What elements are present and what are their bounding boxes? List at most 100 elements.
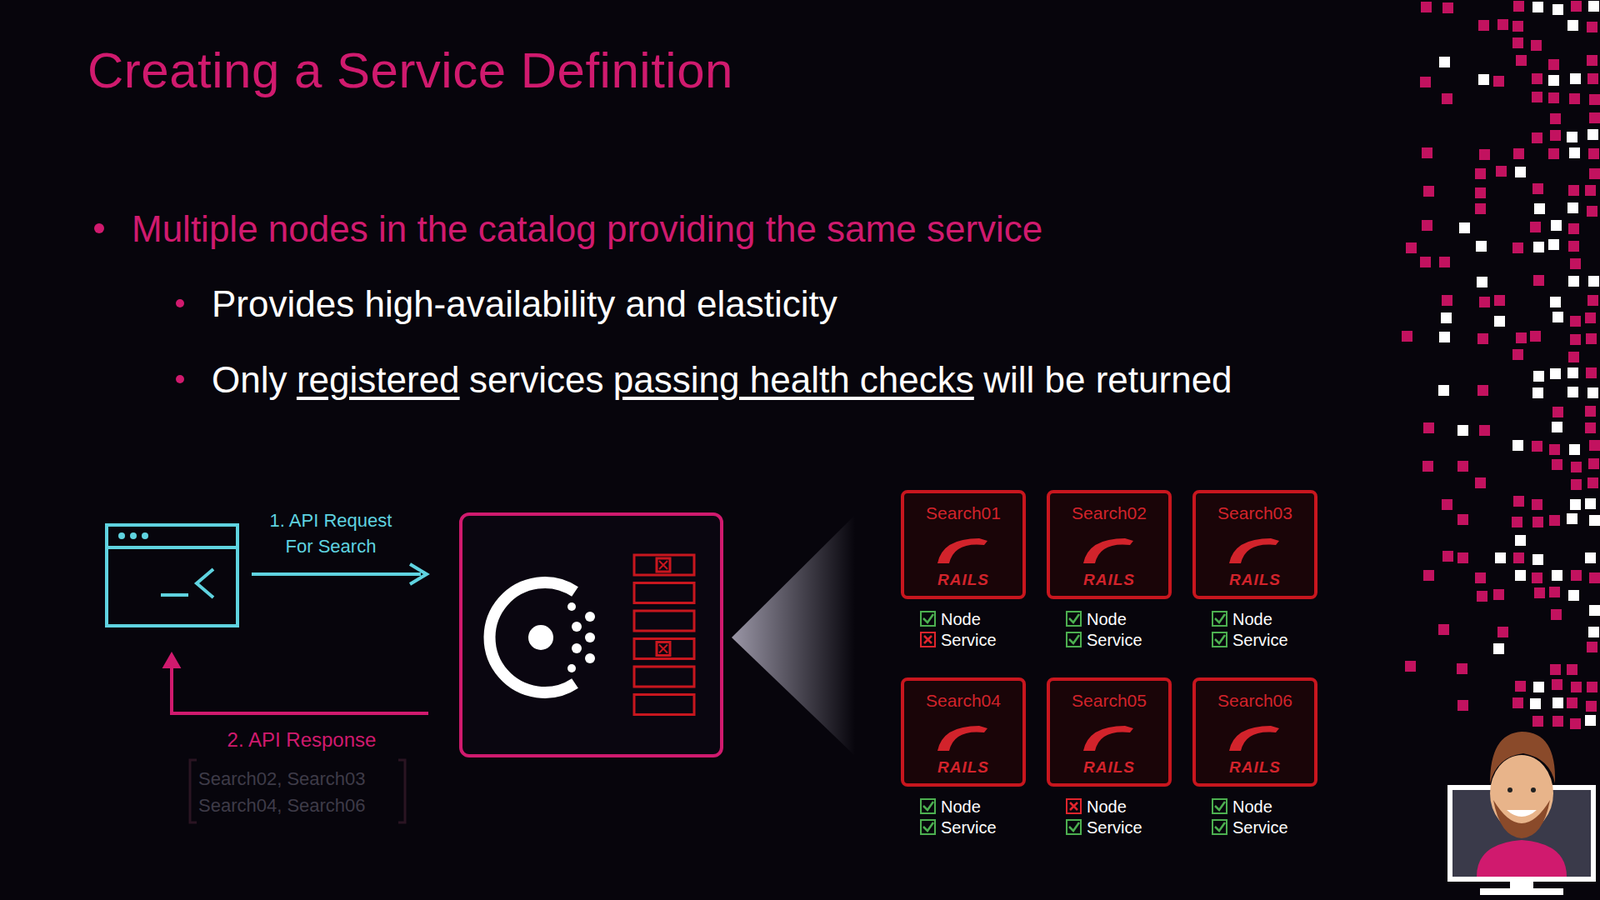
check-mark — [1069, 635, 1080, 644]
pixel-square — [1438, 624, 1450, 635]
check-mark — [1215, 614, 1225, 623]
pixel-square — [1568, 240, 1580, 252]
pixel-square — [1567, 20, 1579, 31]
pixel-square — [1548, 239, 1560, 250]
consul-box — [460, 514, 722, 756]
pixel-square — [1586, 681, 1598, 693]
catalog-row — [634, 639, 695, 660]
pixel-square — [1548, 59, 1560, 70]
pixel-square — [1589, 168, 1600, 180]
pixel-square — [1586, 55, 1598, 66]
status-label: Service — [1086, 630, 1143, 650]
pixel-square — [1531, 440, 1543, 452]
pixel-square — [1457, 460, 1469, 472]
pixel-square — [1586, 21, 1598, 33]
box-heading: Search04 — [904, 690, 1023, 711]
status-box — [1066, 799, 1081, 814]
pixel-square — [1589, 94, 1600, 105]
pixel-square — [1589, 112, 1600, 124]
pixel-square — [1587, 129, 1599, 140]
pixel-square — [1439, 56, 1450, 68]
pixel-square — [1585, 367, 1597, 379]
pixel-square — [1587, 387, 1599, 399]
request-arrow — [251, 564, 427, 585]
pixel-square — [1532, 1, 1544, 13]
pixel-square — [1531, 132, 1543, 144]
pixel-square — [1533, 370, 1545, 382]
rails-wordmark: RAILS — [904, 758, 1023, 777]
bullet-text: registered — [296, 359, 460, 400]
pixel-square — [1587, 73, 1599, 85]
pixel-square — [1515, 332, 1527, 344]
pixel-square — [1568, 351, 1580, 363]
pixel-square — [1585, 552, 1596, 564]
pixel-square — [1551, 421, 1563, 433]
pixel-square — [1457, 425, 1469, 436]
pixel-square — [1478, 20, 1490, 31]
bullet-dot — [175, 375, 185, 384]
pixel-square — [1532, 554, 1544, 565]
pixel-square — [1552, 4, 1564, 15]
pixel-square — [1493, 75, 1505, 87]
check-mark — [1215, 801, 1225, 810]
pixel-square — [1457, 514, 1469, 525]
check-mark — [923, 801, 934, 810]
pixel-square — [1420, 256, 1431, 268]
pixel-square — [1566, 513, 1578, 525]
rails-logo — [1080, 722, 1139, 751]
pixel-square — [1530, 698, 1541, 710]
box-heading: Search06 — [1195, 690, 1315, 711]
pixel-square — [1586, 641, 1598, 653]
pixel-square — [1585, 422, 1596, 434]
response-arrow — [165, 655, 429, 714]
pixel-square — [1530, 221, 1541, 233]
rails-wordmark: RAILS — [1195, 570, 1315, 590]
pixel-square — [1512, 697, 1524, 709]
service-box: Search04RAILS — [900, 677, 1026, 787]
pixel-square — [1441, 93, 1453, 105]
pixel-square — [1512, 349, 1524, 360]
pixel-square — [1550, 609, 1562, 620]
status-label: Node — [1232, 610, 1273, 630]
pixel-square — [1588, 458, 1600, 470]
pixel-square — [1475, 168, 1486, 180]
pixel-square — [1585, 715, 1596, 726]
pixel-square — [1457, 552, 1469, 564]
x-mark — [1070, 802, 1078, 810]
pixel-square — [1585, 700, 1597, 712]
pixel-square — [1570, 0, 1582, 12]
view-cone — [731, 515, 855, 756]
presenter-avatar — [1450, 731, 1594, 895]
pixel-square — [1588, 626, 1600, 638]
pixel-square — [1568, 275, 1580, 287]
response-text: Search02, Search03 Search04, Search06 — [198, 765, 399, 820]
status-label: Service — [940, 818, 997, 838]
pixel-square — [1549, 444, 1560, 455]
pixel-square — [1570, 461, 1582, 473]
pixel-square — [1476, 590, 1488, 602]
pixel-square — [1442, 550, 1454, 562]
pixel-square — [1585, 185, 1596, 196]
rails-wordmark: RAILS — [1195, 758, 1315, 777]
pixel-square — [1442, 2, 1454, 14]
check-mark — [1069, 822, 1080, 831]
pixel-square — [1548, 148, 1560, 160]
status-box — [1212, 820, 1227, 835]
pixel-square — [1570, 499, 1581, 510]
pixel-square — [1494, 295, 1505, 306]
pixel-square — [1513, 0, 1525, 12]
service-box: Search01RAILS — [900, 490, 1026, 600]
pixel-square — [1532, 183, 1544, 195]
pixel-square — [1570, 570, 1582, 581]
terminal-icon — [106, 525, 238, 626]
pixel-square — [1495, 552, 1506, 564]
pixel-square — [1568, 223, 1580, 235]
pixel-square — [1457, 700, 1469, 711]
pixel-square — [1475, 187, 1486, 199]
pixel-square — [1585, 498, 1596, 510]
pixel-square — [1552, 406, 1564, 418]
pixel-square — [1589, 572, 1600, 584]
status-box — [920, 611, 935, 626]
pixel-square — [1588, 275, 1600, 287]
pixel-square — [1550, 368, 1561, 380]
